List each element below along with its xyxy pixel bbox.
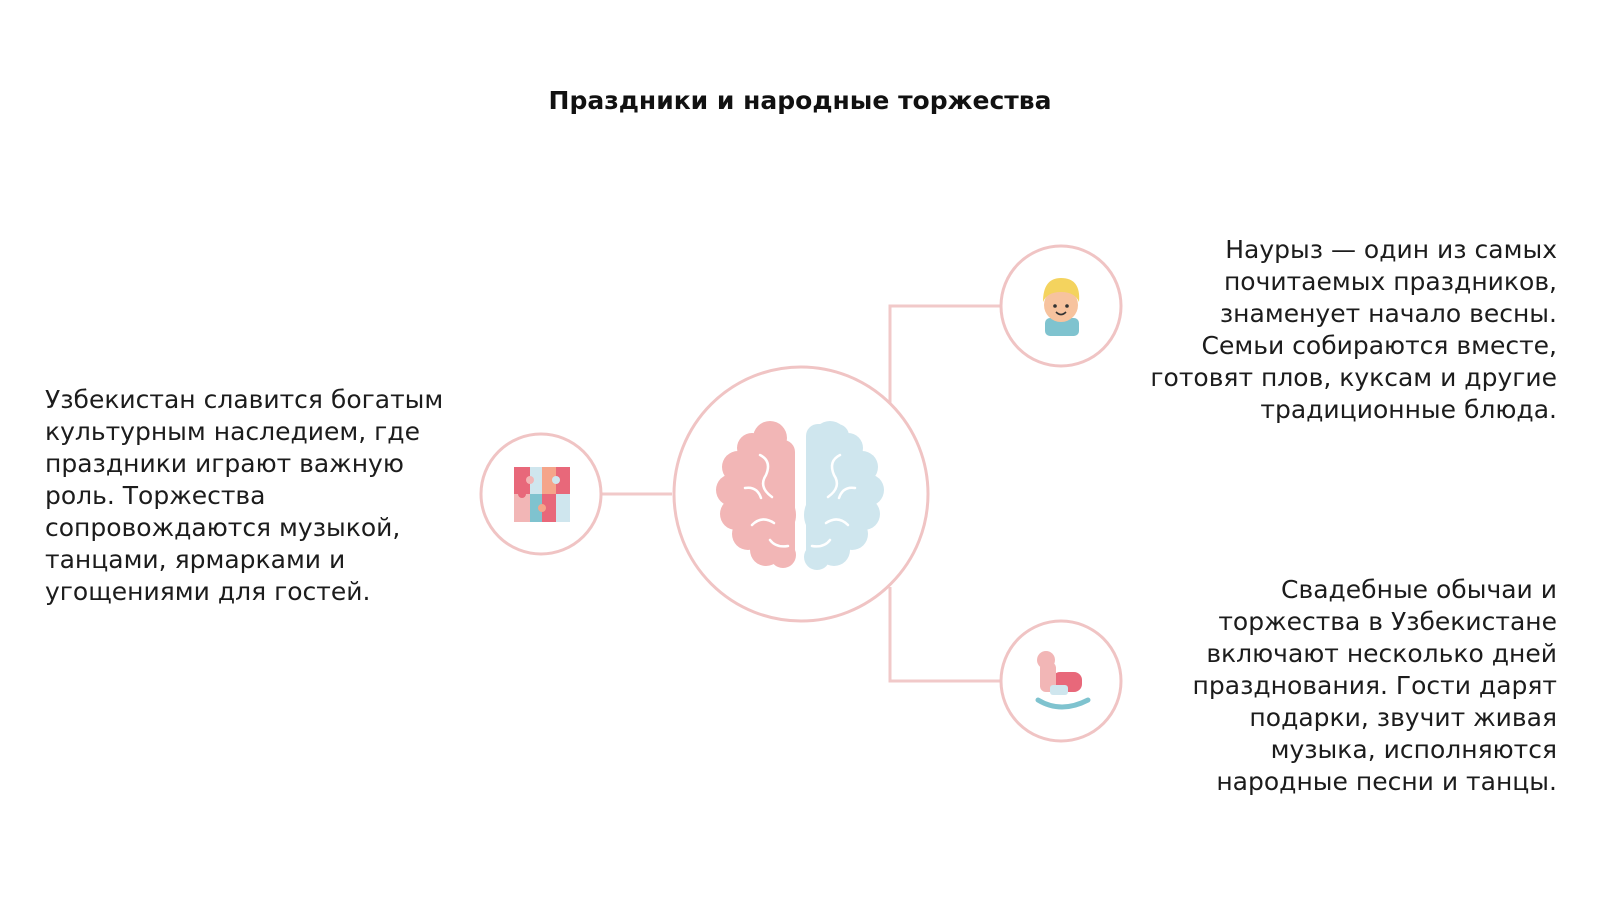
- center-node: [672, 365, 930, 623]
- text-right-bottom: Свадебные обычаи и торжества в Узбекиста…: [1140, 574, 1557, 798]
- rocking-horse-icon: [1035, 651, 1091, 710]
- text-line: Свадебные обычаи и: [1281, 575, 1557, 604]
- text-line: знаменует начало весны.: [1219, 299, 1557, 328]
- text-line: народные песни и танцы.: [1216, 767, 1557, 796]
- text-right-top: Наурыз — один из самых почитаемых праздн…: [1110, 234, 1557, 426]
- node-right-bottom: [999, 619, 1123, 743]
- text-line: праздники играют важную: [45, 449, 404, 478]
- text-line: почитаемых праздников,: [1223, 267, 1557, 296]
- text-line: культурным наследием, где: [45, 417, 420, 446]
- text-line: угощениями для гостей.: [45, 577, 371, 606]
- text-line: празднования. Гости дарят: [1192, 671, 1557, 700]
- node-right-top: [999, 244, 1123, 368]
- child-face-icon: [1043, 278, 1080, 336]
- text-line: Наурыз — один из самых: [1225, 235, 1557, 264]
- text-line: традиционные блюда.: [1260, 395, 1557, 424]
- puzzle-icon: [514, 467, 570, 522]
- text-line: включают несколько дней: [1206, 639, 1557, 668]
- text-line: Узбекистан славится богатым: [45, 385, 444, 414]
- text-line: торжества в Узбекистане: [1218, 607, 1557, 636]
- text-line: музыка, исполняются: [1270, 735, 1557, 764]
- text-line: подарки, звучит живая: [1249, 703, 1557, 732]
- brain-icon: [716, 418, 884, 570]
- text-left: Узбекистан славится богатым культурным н…: [45, 384, 465, 608]
- node-left: [479, 432, 603, 556]
- connector-right-top: [888, 304, 1000, 403]
- connectors: [601, 304, 1000, 683]
- text-line: сопровождаются музыкой,: [45, 513, 401, 542]
- page-title: Праздники и народные торжества: [548, 86, 1052, 115]
- connector-right-bottom: [888, 587, 1000, 683]
- text-line: готовят плов, куксам и другие: [1150, 363, 1557, 392]
- text-line: танцами, ярмарками и: [45, 545, 346, 574]
- text-line: роль. Торжества: [45, 481, 266, 510]
- text-line: Семьи собираются вместе,: [1201, 331, 1557, 360]
